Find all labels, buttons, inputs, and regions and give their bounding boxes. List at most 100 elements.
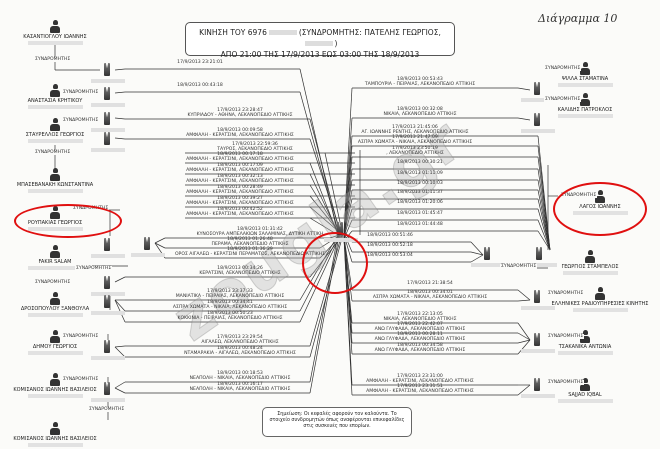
person-right-0[interactable]: ΨΙΛΛΑ ΣΤΑΜΑΤΙΝΑ	[530, 62, 640, 87]
person-name: ΚΑΛΙΔΗΣ ΠΑΤΡΟΚΛΟΣ	[557, 107, 613, 113]
person-right-5[interactable]: ΤΣΑΚΑΝΙΚΑ ΑΝΤΩΝΙΑ	[530, 330, 640, 355]
call-place: ΚΥΝΟΣΟΥΡΑ ΑΜΠΕΛΑΚΙΩΝ ΣΑΛΑΜΙΝΑΣ, ΔΥΤΙΚΗ Α…	[196, 232, 324, 237]
call-time: 18/9/2013 00:17:09	[217, 163, 263, 168]
person-icon	[585, 250, 595, 263]
diagram-number: Διάγραμμα 10	[538, 12, 618, 25]
person-left-7[interactable]: ΔΗΜΟΥ ΓΕΩΡΓΙΟΣ	[0, 330, 110, 355]
call-right-4: 17/9/2013 23:50:19, ΛΕΚΑΝΟΠΕΔΙΟ ΑΤΤΙΚΗΣ	[335, 146, 495, 156]
person-left-5[interactable]: FAKIR SALAM	[0, 245, 110, 270]
subscriber-label: ΣΥΝΔΡΟΜΗΤΗΣ	[500, 264, 538, 269]
call-time: 18/9/2013 00:28:11	[397, 332, 443, 337]
call-time: 18/9/2013 00:51:46	[367, 233, 413, 238]
connector-line	[154, 242, 166, 249]
person-right-4[interactable]: ΕΛΛΗΝΙΚΕΣ ΡΑΔΙΟΥΠΗΡΕΣΙΕΣ ΚΙΝΗΤΗΣ	[545, 287, 655, 312]
call-time: 18/9/2013 00:50:23	[207, 311, 253, 316]
phone-icon	[521, 333, 555, 353]
redacted-number	[562, 271, 618, 275]
call-place: ΑΜΦΙΑΛΗ - ΚΕΡΑΤΣΙΝΙ, ΛΕΚΑΝΟΠΕΔΙΟ ΑΤΤΙΚΗΣ	[366, 379, 474, 384]
call-place: ΑΜΦΙΑΛΗ - ΚΕΡΑΤΣΙΝΙ, ΛΕΚΑΝΟΠΕΔΙΟ ΑΤΤΙΚΗΣ	[186, 212, 294, 217]
connector-line	[343, 87, 353, 232]
person-left-8[interactable]: ΚΟΜΙΣΑΝΟΣ ΙΩΑΝΝΗΣ ΒΑΣΙΛΕΙΟΣ	[0, 373, 110, 398]
subscriber-label: ΣΥΝΔΡΟΜΗΤΗΣ	[88, 407, 126, 412]
subscriber-label: ΣΥΝΔΡΟΜΗΤΗΣ	[62, 118, 100, 123]
connector-line	[343, 117, 353, 234]
redacted-number	[27, 443, 83, 447]
phone-icon	[91, 276, 125, 296]
person-icon	[50, 330, 60, 343]
phone-icon	[471, 247, 505, 267]
connector-line	[517, 339, 531, 344]
call-time: 18/9/2013 00:32:08	[397, 107, 443, 112]
call-place: ΝΙΚΑΙΑ, ΛΕΚΑΝΟΠΕΔΙΟ ΑΤΤΙΚΗΣ	[383, 112, 457, 117]
person-right-3[interactable]: ΓΕΩΡΓΙΟΣ ΣΤΑΜΠΕΛΟΣ	[535, 250, 645, 275]
connector-line	[309, 195, 342, 236]
person-name: ΑΝΑΣΤΑΣΙΑ ΚΡΗΤΙΚΟΥ	[27, 98, 83, 104]
call-place: ΑΝΩ ΓΛΥΦΑΔΑ, ΛΕΚΑΝΟΠΕΔΙΟ ΑΤΤΙΚΗΣ	[374, 348, 466, 353]
person-icon	[50, 245, 60, 258]
person-left-1[interactable]: ΑΝΑΣΤΑΣΙΑ ΚΡΗΤΙΚΟΥ	[0, 84, 110, 109]
connector-line	[114, 299, 126, 312]
call-time: 18/9/2013 00:53:43	[397, 77, 443, 82]
redacted-number	[557, 114, 613, 118]
person-name: ΔΡΟΣΟΠΟΥΛΟΥ ΞΑΝΘΟΥΛΑ	[20, 306, 90, 312]
call-right-8: 18/9/2013 01:11:37	[340, 190, 500, 195]
subscriber-label: ΣΥΝΔΡΟΜΗΤΗΣ	[75, 266, 113, 271]
connector-line	[299, 91, 340, 236]
note-box: Σημείωση: Οι κεφαλές αφορούν τον καλούντ…	[262, 407, 412, 437]
person-left-6[interactable]: ΔΡΟΣΟΠΟΥΛΟΥ ΞΑΝΘΟΥΛΑ	[0, 292, 110, 317]
connector-line	[517, 117, 531, 121]
subscriber-label: ΣΥΝΔΡΟΜΗΤΗΣ	[547, 334, 585, 339]
call-time: 18/9/2013 00:34:26	[217, 266, 263, 271]
person-name: ΓΕΩΡΓΙΟΣ ΣΤΑΜΠΕΛΟΣ	[561, 264, 619, 270]
phone-icon	[91, 63, 125, 83]
redacted-number	[27, 41, 83, 45]
connector-line	[470, 251, 484, 256]
phone-icon	[91, 382, 125, 402]
call-time: 18/9/2013 01:44:48	[397, 222, 443, 227]
call-time: 18/9/2013 00:48:24	[217, 346, 263, 351]
redacted-number	[27, 394, 83, 398]
redacted-number	[557, 83, 613, 87]
highlight-circle-roupakias	[14, 204, 122, 238]
call-time: 17/9/2013 23:50:19	[392, 146, 438, 151]
call-place: ΑΜΦΙΑΛΗ - ΚΕΡΑΤΣΙΝΙ, ΛΕΚΑΝΟΠΕΔΙΟ ΑΤΤΙΚΗΣ	[186, 201, 294, 206]
call-time: 18/9/2013 01:31:42	[237, 227, 283, 232]
call-place: ΑΝΩ ΓΛΥΦΑΔΑ, ΛΕΚΑΝΟΠΕΔΙΟ ΑΤΤΙΚΗΣ	[374, 337, 466, 342]
call-time: 18/9/2013 01:45:47	[397, 211, 443, 216]
call-time: 18/9/2013 00:39:27	[217, 196, 263, 201]
person-right-6[interactable]: SAJJAD IQBAL	[530, 378, 640, 403]
call-time: 18/9/2013 01:26:48	[227, 237, 273, 242]
call-time: 17/9/2013 23:31:00	[397, 374, 443, 379]
call-place: ΑΜΦΙΑΛΗ - ΚΕΡΑΤΣΙΝΙ, ΛΕΚΑΝΟΠΕΔΙΟ ΑΤΤΙΚΗΣ	[366, 389, 474, 394]
person-name: SAJJAD IQBAL	[568, 392, 602, 398]
call-right-5: 18/9/2013 00:30:21	[340, 160, 500, 165]
person-left-9[interactable]: ΚΟΜΙΣΑΝΟΣ ΙΩΑΝΝΗΣ ΒΑΣΙΛΕΙΟΣ	[0, 422, 110, 447]
person-icon	[50, 422, 60, 435]
call-place: ΑΙΓΑΛΕΩ, ΛΕΚΑΝΟΠΕΔΙΟ ΑΤΤΙΚΗΣ	[201, 340, 279, 345]
person-left-3[interactable]: ΜΠΑΣΕΒΑΝΑΚΗ ΚΩΝΣΤΑΝΤΙΝΑ	[0, 168, 110, 193]
connector-line	[324, 152, 344, 236]
phone-icon	[521, 82, 555, 102]
person-icon	[50, 373, 60, 386]
call-place: ΑΜΦΙΑΛΗ - ΚΕΡΑΤΣΙΝΙ, ΛΕΚΑΝΟΠΕΔΙΟ ΑΤΤΙΚΗΣ	[186, 179, 294, 184]
call-time: 17/9/2013 22:59:36	[232, 142, 278, 147]
person-left-2[interactable]: ΣΤΑΥΡΕΛΛΟΣ ΓΕΩΡΓΙΟΣ	[0, 118, 110, 143]
connector-line	[343, 179, 353, 232]
person-left-0[interactable]: ΚΑΣΑΝΤΙΟΓΛΟΥ ΙΩΑΝΝΗΣ	[0, 20, 110, 45]
person-icon	[50, 84, 60, 97]
connector-line	[114, 117, 126, 120]
call-right-13: 18/9/2013 00:52:18	[310, 243, 470, 248]
call-place: ΜΑΝΙΑΤΙΚΑ - ΠΕΙΡΑΙΑΣ, ΛΕΚΑΝΟΠΕΔΙΟ ΑΤΤΙΚΗ…	[175, 294, 285, 299]
person-right-1[interactable]: ΚΑΛΙΔΗΣ ΠΑΤΡΟΚΛΟΣ	[530, 93, 640, 118]
person-name: ΔΗΜΟΥ ΓΕΩΡΓΙΟΣ	[32, 344, 78, 350]
